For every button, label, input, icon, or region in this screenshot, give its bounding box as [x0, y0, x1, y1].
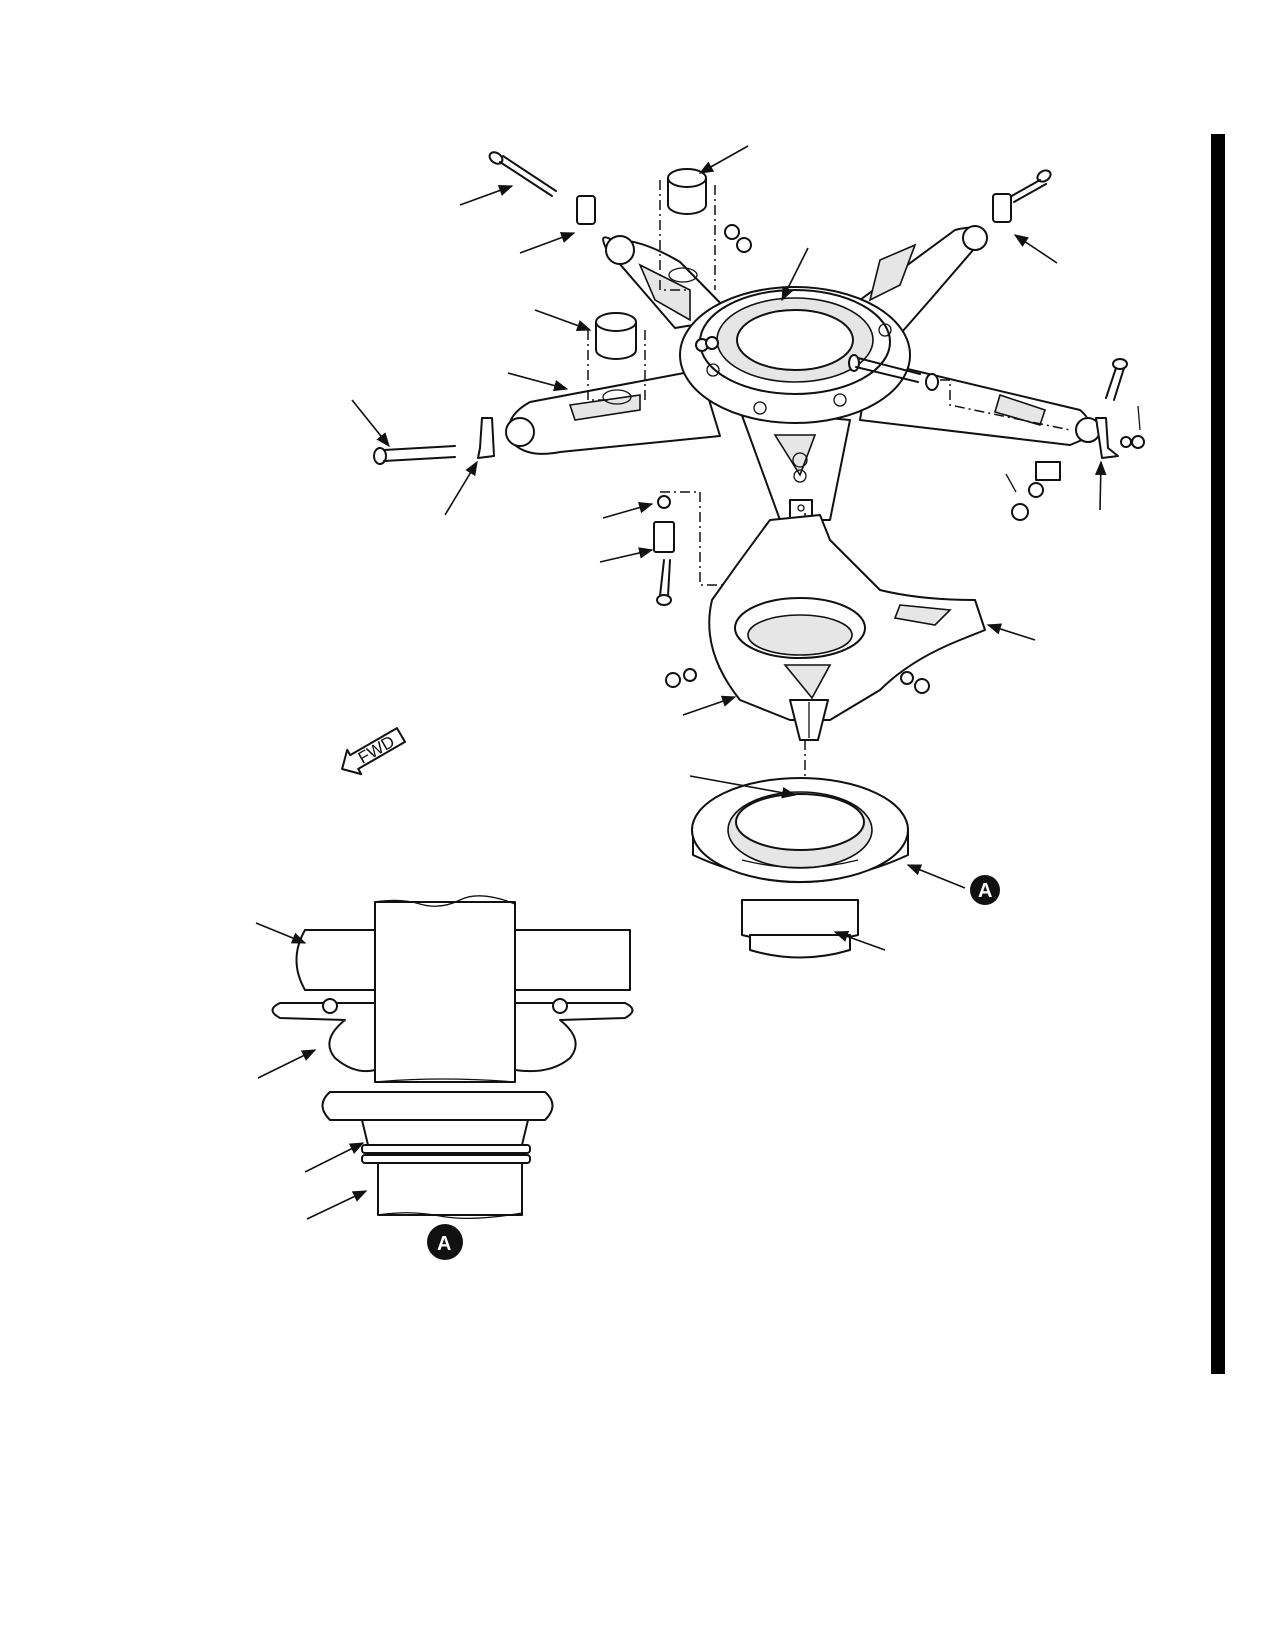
spacer-block — [653, 521, 675, 553]
nut — [1131, 435, 1145, 449]
cotter-pin — [1005, 473, 1017, 493]
boot-seal — [691, 777, 909, 959]
hub-bolt — [706, 363, 720, 377]
lower-nut — [792, 452, 808, 468]
lower-sleeve-bushing — [587, 312, 646, 401]
bearing-bore — [736, 309, 854, 371]
washer — [724, 224, 740, 240]
alignment-line — [940, 379, 1071, 431]
washer — [683, 668, 697, 682]
nut — [705, 336, 719, 350]
clip-upper-left — [576, 195, 596, 225]
upper-sleeve-bushing — [659, 168, 716, 291]
cotter-pin — [1137, 405, 1141, 431]
nut — [736, 237, 752, 253]
hub-bolt-long — [848, 354, 939, 391]
clip-upper-right — [992, 193, 1012, 223]
detail-view-a — [271, 895, 634, 1220]
detail-seal-ring — [361, 1154, 531, 1164]
nut — [665, 672, 681, 688]
nut — [914, 678, 930, 694]
arm-end-boss — [505, 417, 535, 447]
arm-cutout — [568, 394, 641, 421]
long-bolt-upper-left — [488, 151, 557, 197]
arm-cutout — [994, 393, 1047, 426]
washer — [1028, 482, 1044, 498]
bushing-hole — [602, 389, 632, 405]
fwd-direction-arrow: FWD — [341, 727, 406, 776]
hub-bolt — [753, 401, 767, 415]
bushing-hole — [668, 267, 698, 283]
detail-view-letter: A — [437, 1233, 451, 1255]
clip-left — [477, 417, 495, 459]
clevis-hole — [797, 504, 805, 512]
detail-callout-a: A — [970, 875, 1000, 905]
long-bolt-left — [373, 445, 456, 465]
scissors-link-hub — [708, 514, 986, 741]
bolt-right — [1105, 358, 1128, 401]
detail-callout-letter: A — [978, 880, 992, 902]
detail-seal-ring — [361, 1144, 531, 1154]
nut — [1011, 503, 1029, 521]
star-plate — [505, 225, 1101, 541]
bolt-lower — [656, 559, 672, 606]
hub-bolt — [878, 323, 892, 337]
hub-bolt — [833, 393, 847, 407]
lower-nut — [793, 469, 807, 483]
leader-arrows — [255, 145, 1107, 1220]
arm-cutout — [638, 263, 691, 322]
detail-view-label-a: A — [427, 1224, 463, 1260]
page-edge-bar — [1211, 134, 1225, 1374]
washer — [900, 671, 914, 685]
arm-end-boss — [962, 225, 988, 251]
spacer-cap — [657, 495, 671, 509]
bolt-upper-right — [1007, 169, 1052, 203]
clip-right — [1095, 417, 1119, 459]
arm-end-boss — [605, 235, 635, 265]
washer — [1120, 436, 1132, 448]
sleeve-right — [1035, 461, 1061, 481]
fwd-label: FWD — [355, 732, 398, 768]
arm-cutout — [868, 243, 917, 302]
